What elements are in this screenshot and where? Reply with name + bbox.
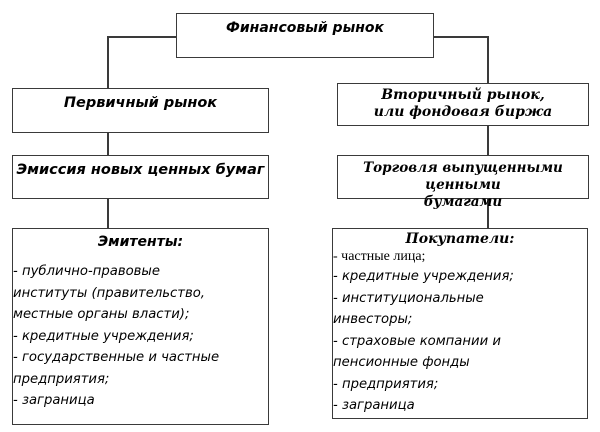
buyers-box: Покупатели: - частные лица; - кредитные … [332, 228, 588, 419]
buyers-list: - частные лица; - кредитные учреждения; … [333, 247, 587, 417]
buyer-item: - страховые компании и пенсионные фонды [333, 333, 501, 371]
issuers-list: - публично-правовые институты (правитель… [13, 261, 268, 412]
connector-root-right-vertical [487, 36, 489, 84]
issuer-item: - заграница [13, 393, 95, 408]
buyer-item: - институциональные инвесторы; [333, 290, 484, 328]
issuer-item: - кредитные учреждения; [13, 328, 194, 344]
secondary-market-label-line2: или фондовая биржа [373, 104, 553, 120]
connector-root-right-horizontal [433, 36, 488, 38]
primary-market-box: Первичный рынок [12, 88, 269, 133]
connector-root-left-horizontal [108, 36, 177, 38]
buyer-item: - заграница [333, 398, 415, 413]
connector-right-market-activity [487, 125, 489, 156]
connector-left-activity-participants [107, 198, 109, 229]
connector-right-activity-participants [487, 198, 489, 229]
buyer-item: - предприятия; [333, 376, 439, 392]
connector-root-left-vertical [107, 36, 109, 89]
securities-trading-box: Торговля выпущенными ценными бумагами [337, 155, 589, 210]
issuers-heading: Эмитенты: [97, 234, 184, 250]
connector-left-market-activity [107, 132, 109, 156]
buyer-item: - частные лица; [333, 249, 426, 264]
financial-market-box: Финансовый рынок [176, 13, 434, 58]
primary-market-label: Первичный рынок [63, 95, 218, 111]
secondary-market-box: Вторичный рынок, или фондовая биржа [337, 83, 589, 126]
buyers-heading: Покупатели: [405, 231, 515, 247]
issuer-item: - государственные и частные предприятия; [13, 350, 220, 387]
securities-trading-label-line1: Торговля выпущенными ценными [363, 160, 563, 193]
buyer-item: - кредитные учреждения; [333, 269, 514, 284]
issuer-item: - публично-правовые институты (правитель… [13, 264, 205, 322]
issuers-box: Эмитенты: - публично-правовые институты … [12, 228, 269, 425]
secondary-market-label-line1: Вторичный рынок, [381, 87, 545, 103]
new-securities-issue-label: Эмиссия новых ценных бумаг [16, 162, 265, 178]
financial-market-label: Финансовый рынок [225, 20, 385, 36]
new-securities-issue-box: Эмиссия новых ценных бумаг [12, 155, 269, 199]
securities-trading-label-line2: бумагами [423, 194, 503, 210]
